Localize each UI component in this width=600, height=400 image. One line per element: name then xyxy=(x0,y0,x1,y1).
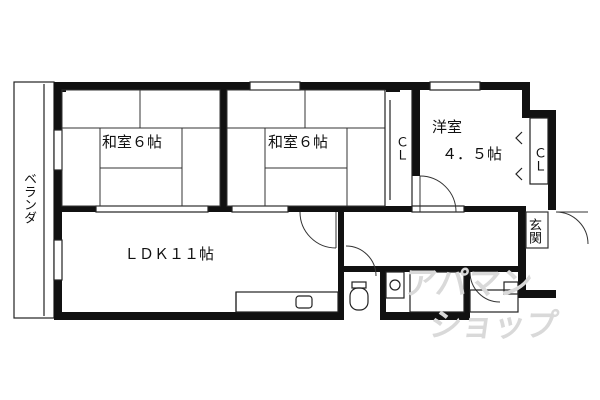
watermark-line1: アパマン xyxy=(402,264,535,302)
door-swings xyxy=(299,175,589,303)
room-label-genkan: 玄関 xyxy=(526,218,541,244)
room-label-youshitsu-size: ４．５帖 xyxy=(442,145,503,163)
bathroom xyxy=(409,271,519,313)
kitchen-counter xyxy=(235,291,339,313)
toilet xyxy=(349,281,369,311)
closet-middle xyxy=(384,90,413,206)
room-label-washitsu-right: 和室６帖 xyxy=(268,133,329,151)
room-label-youshitsu-name: 洋室 xyxy=(432,118,463,136)
closet-label-middle: ＣＬ xyxy=(393,135,408,161)
watermark-line2: ショップ xyxy=(427,306,561,344)
room-label-ldk: ＬＤＫ１１帖 xyxy=(124,245,215,263)
closet-label-right: ＣＬ xyxy=(531,146,546,172)
room-label-washitsu-left: 和室６帖 xyxy=(102,133,163,151)
closet-right xyxy=(515,117,549,185)
tatami-left xyxy=(61,89,221,207)
balcony-label: ベランダ xyxy=(21,172,36,224)
washbasin xyxy=(385,271,405,299)
